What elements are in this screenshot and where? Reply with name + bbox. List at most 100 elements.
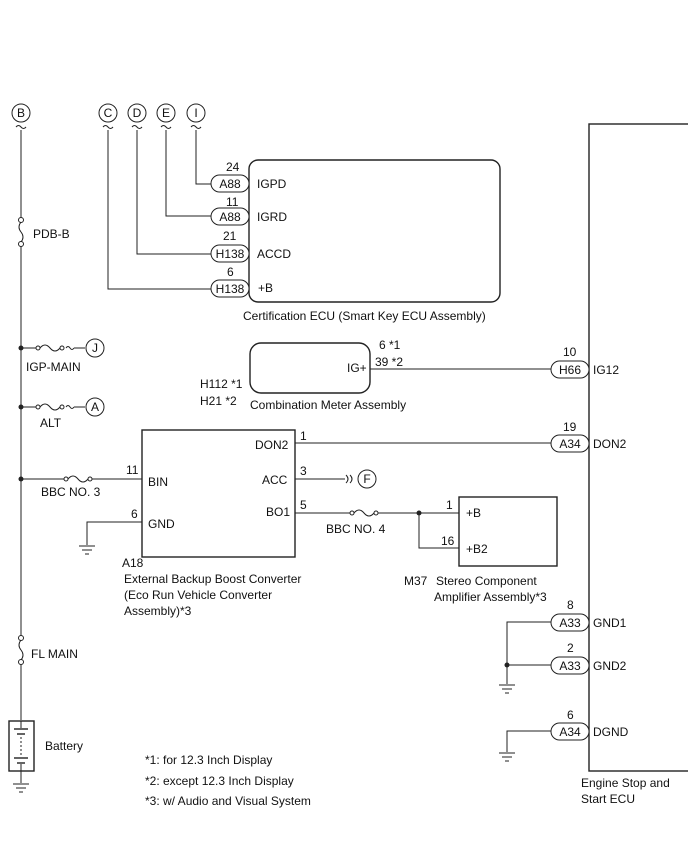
connector-h66-ig12[interactable]: H66: [550, 360, 590, 379]
marker-e[interactable]: E: [156, 103, 176, 123]
connector-a33-gnd2[interactable]: A33: [550, 656, 590, 675]
converter-pin-don2-signal: DON2: [255, 438, 289, 452]
converter-name-line3: Assembly)*3: [124, 604, 192, 618]
converter-pin-gnd-signal: GND: [148, 517, 175, 531]
amplifier-pin-16-number: 16: [441, 534, 455, 548]
engine-ecu-box: [588, 123, 688, 772]
ground-gnd1-gnd2: [499, 684, 515, 694]
battery: [8, 720, 35, 772]
cert-pin-igpd-signal: IGPD: [257, 177, 287, 191]
marker-f-label: F: [363, 472, 370, 486]
converter-pin-acc-number: 3: [300, 464, 307, 478]
amplifier-pin-b2-signal: +B2: [466, 542, 488, 556]
cert-pin-6-number: 6: [227, 265, 234, 279]
engine-pin-gnd2-signal: GND2: [593, 659, 627, 673]
amplifier-name-line1: Stereo Component: [436, 574, 537, 588]
combination-meter-pin-1: 6 *1: [379, 338, 401, 352]
engine-pin-19-number: 19: [563, 420, 577, 434]
converter-pin-acc-signal: ACC: [262, 473, 288, 487]
connector-a34-dgnd-label: A34: [559, 725, 581, 739]
converter-pin-bo1-number: 5: [300, 498, 307, 512]
certification-ecu-name: Certification ECU (Smart Key ECU Assembl…: [243, 309, 486, 323]
connector-a33-gnd1-label: A33: [559, 616, 581, 630]
combination-meter-signal: IG+: [347, 361, 367, 375]
fuse-igp-main-label: IGP-MAIN: [26, 360, 81, 374]
converter-box: [141, 429, 296, 558]
ground-dgnd: [499, 752, 515, 762]
marker-b-label: B: [17, 106, 25, 120]
ground-battery: [13, 783, 29, 793]
fuse-bbc-no3-label: BBC NO. 3: [41, 485, 101, 499]
marker-i[interactable]: I: [186, 103, 206, 123]
marker-j[interactable]: J: [85, 338, 105, 358]
battery-label: Battery: [45, 739, 83, 753]
connector-h138-b[interactable]: H138: [210, 279, 250, 298]
cert-pin-11-number: 11: [226, 195, 239, 209]
amplifier-pin-b-signal: +B: [466, 506, 481, 520]
converter-pin-bin-number: 11: [126, 463, 139, 477]
marker-d[interactable]: D: [127, 103, 147, 123]
engine-pin-10-number: 10: [563, 345, 577, 359]
fuse-fl-main-label: FL MAIN: [31, 647, 78, 661]
certification-ecu-box: [248, 159, 501, 303]
converter-pin-don2-number: 1: [300, 429, 307, 443]
cert-pin-24-number: 24: [226, 160, 240, 174]
cert-pin-accd-signal: ACCD: [257, 247, 291, 261]
connector-a33-gnd2-label: A33: [559, 659, 581, 673]
engine-pin-dgnd-signal: DGND: [593, 725, 629, 739]
combination-meter-box: [249, 342, 371, 394]
engine-pin-2-number: 2: [567, 641, 574, 655]
connector-h138-accd-label: H138: [216, 247, 245, 261]
marker-b[interactable]: B: [11, 103, 31, 123]
fuse-bbc-no4-label: BBC NO. 4: [326, 522, 386, 536]
marker-f[interactable]: F: [357, 469, 377, 489]
marker-d-label: D: [133, 106, 142, 120]
marker-j-label: J: [92, 341, 98, 355]
converter-pin-bo1-signal: BO1: [266, 505, 290, 519]
converter-pin-bin-signal: BIN: [148, 475, 168, 489]
engine-pin-6-number: 6: [567, 708, 574, 722]
connector-h138-accd[interactable]: H138: [210, 244, 250, 263]
combination-meter-connector-2: H21 *2: [200, 394, 237, 408]
connector-a88-igrd-label: A88: [219, 210, 241, 224]
engine-pin-don2-signal: DON2: [593, 437, 627, 451]
cert-pin-igrd-signal: IGRD: [257, 210, 287, 224]
connector-a34-don2[interactable]: A34: [550, 434, 590, 453]
connector-h66-ig12-label: H66: [559, 363, 581, 377]
cert-pin-21-number: 21: [223, 229, 237, 243]
engine-pin-8-number: 8: [567, 598, 574, 612]
engine-ecu-name-line1: Engine Stop and: [581, 776, 670, 790]
cert-pin-b-signal: +B: [258, 281, 273, 295]
converter-name-line1: External Backup Boost Converter: [124, 572, 301, 586]
connector-a33-gnd1[interactable]: A33: [550, 613, 590, 632]
combination-meter-name: Combination Meter Assembly: [250, 398, 406, 412]
combination-meter-connector-1: H112 *1: [200, 377, 243, 391]
connector-a88-igrd[interactable]: A88: [210, 207, 250, 226]
converter-code: A18: [122, 556, 144, 570]
fuse-alt-label: ALT: [40, 416, 62, 430]
note-1: *1: for 12.3 Inch Display: [145, 753, 272, 767]
connector-a88-igpd[interactable]: A88: [210, 174, 250, 193]
combination-meter-pin-2: 39 *2: [375, 355, 403, 369]
note-2: *2: except 12.3 Inch Display: [145, 774, 294, 788]
engine-ecu-name-line2: Start ECU: [581, 792, 635, 806]
amplifier-pin-1-number: 1: [446, 498, 453, 512]
amplifier-box: [458, 496, 558, 567]
connector-a88-igpd-label: A88: [219, 177, 241, 191]
converter-name-line2: (Eco Run Vehicle Converter: [124, 588, 272, 602]
connector-h138-b-label: H138: [216, 282, 245, 296]
marker-e-label: E: [162, 106, 170, 120]
fuse-pdb-b-label: PDB-B: [33, 227, 70, 241]
marker-c-label: C: [104, 106, 113, 120]
converter-pin-gnd-number: 6: [131, 507, 138, 521]
connector-a34-don2-label: A34: [559, 437, 581, 451]
marker-a[interactable]: A: [85, 397, 105, 417]
marker-i-label: I: [194, 106, 197, 120]
note-3: *3: w/ Audio and Visual System: [145, 794, 311, 808]
marker-c[interactable]: C: [98, 103, 118, 123]
marker-a-label: A: [91, 400, 99, 414]
amplifier-name-line2: Amplifier Assembly*3: [434, 590, 547, 604]
connector-a34-dgnd[interactable]: A34: [550, 722, 590, 741]
engine-pin-ig12-signal: IG12: [593, 363, 619, 377]
